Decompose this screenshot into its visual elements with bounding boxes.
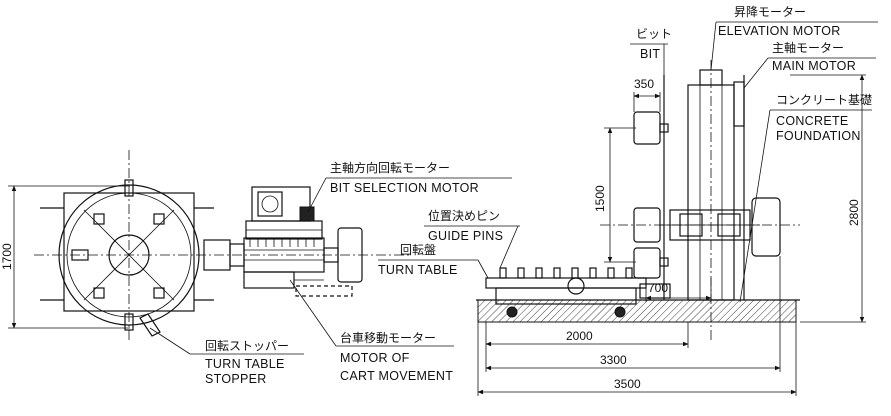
turn-table-jp: 回転盤	[400, 243, 436, 257]
bit-plan-view	[337, 227, 363, 283]
bit-selection-motor-body	[245, 186, 323, 247]
dim-3500-label: 3500	[614, 377, 641, 391]
dim-350: 350	[633, 77, 661, 112]
guide-pins-row	[499, 267, 633, 279]
label-concrete-foundation: コンクリート基礎 CONCRETE FOUNDATION	[739, 93, 872, 303]
concrete-en-2: FOUNDATION	[776, 129, 861, 143]
cart-motor-en-1: MOTOR OF	[340, 351, 410, 365]
side-view	[476, 60, 800, 340]
turn-table-en: TURN TABLE	[378, 263, 458, 277]
guide-pins-jp: 位置決めピン	[428, 208, 500, 223]
label-bit: ビット BIT	[630, 27, 672, 75]
bit-stored-top	[633, 111, 661, 145]
concrete-foundation	[477, 299, 797, 323]
label-elevation-motor: 昇降モーター ELEVATION MOTOR	[710, 5, 878, 71]
main-motor-en: MAIN MOTOR	[772, 59, 856, 73]
bit-selection-motor-en: BIT SELECTION MOTOR	[330, 181, 479, 195]
cart-handwheel	[567, 277, 585, 295]
disk-holder-top	[124, 179, 134, 197]
label-turntable-stopper: 回転ストッパー TURN TABLE STOPPER	[149, 327, 304, 386]
dim-2000: 2000	[485, 322, 689, 348]
concrete-en-1: CONCRETE	[776, 114, 849, 128]
cart-motor-jp: 台車移動モーター	[340, 330, 436, 345]
bit-stored-bottom	[633, 247, 661, 279]
turntable-stopper-en-2: STOPPER	[205, 372, 267, 386]
turntable-stopper-jp: 回転ストッパー	[205, 339, 289, 353]
dim-350-label: 350	[634, 77, 654, 91]
label-guide-pins: 位置決めピン GUIDE PINS	[424, 208, 520, 269]
elevation-motor-en: ELEVATION MOTOR	[718, 24, 841, 38]
cart-wheel-1	[506, 306, 518, 318]
label-turn-table: 回転盤 TURN TABLE	[378, 243, 489, 279]
turntable-disk	[58, 184, 200, 326]
turntable-side	[485, 277, 647, 289]
dim-700: 700	[645, 278, 712, 302]
dim-3300: 3300	[485, 256, 781, 372]
label-bit-selection-motor: 主軸方向回転モーター BIT SELECTION MOTOR	[307, 160, 512, 213]
dim-2000-label: 2000	[566, 329, 593, 343]
label-cart-motor: 台車移動モーター MOTOR OF CART MOVEMENT	[289, 279, 454, 383]
guide-pins-en: GUIDE PINS	[428, 229, 503, 243]
concrete-jp: コンクリート基礎	[776, 93, 872, 107]
turntable-stopper-en-1: TURN TABLE	[205, 357, 285, 371]
dim-2800: 2800	[790, 74, 866, 323]
label-main-motor: 主軸モーター MAIN MOTOR	[743, 41, 876, 89]
cart-body	[495, 287, 637, 305]
turntable-stopper	[139, 313, 161, 337]
dim-2800-label: 2800	[847, 199, 861, 226]
dim-3300-label: 3300	[600, 353, 627, 367]
cart-motor-en-2: CART MOVEMENT	[340, 369, 453, 383]
turntable-hub	[108, 234, 150, 276]
main-motor-jp: 主軸モーター	[772, 41, 844, 55]
disk-holder-left	[71, 249, 89, 261]
dim-1500: 1500	[593, 127, 636, 263]
dim-1500-label: 1500	[593, 185, 607, 212]
dim-700-label: 700	[648, 281, 668, 295]
turntable-inner-ring	[66, 192, 192, 318]
plan-view: 1700	[0, 150, 410, 342]
dim-3500: 3500	[477, 322, 797, 396]
cart-wheel-2	[614, 306, 626, 318]
main-motor-housing	[733, 81, 745, 127]
disk-holder-bottom	[124, 313, 134, 331]
bit-jp: ビット	[636, 27, 672, 41]
bit-active	[751, 197, 781, 257]
bit-selection-motor-jp: 主軸方向回転モーター	[330, 160, 450, 175]
dim-1700-label: 1700	[0, 243, 14, 270]
elevation-motor-jp: 昇降モーター	[734, 5, 806, 19]
cart-motor-plan	[243, 271, 295, 289]
dim-1700: 1700	[0, 185, 130, 329]
bit-en: BIT	[640, 47, 660, 61]
